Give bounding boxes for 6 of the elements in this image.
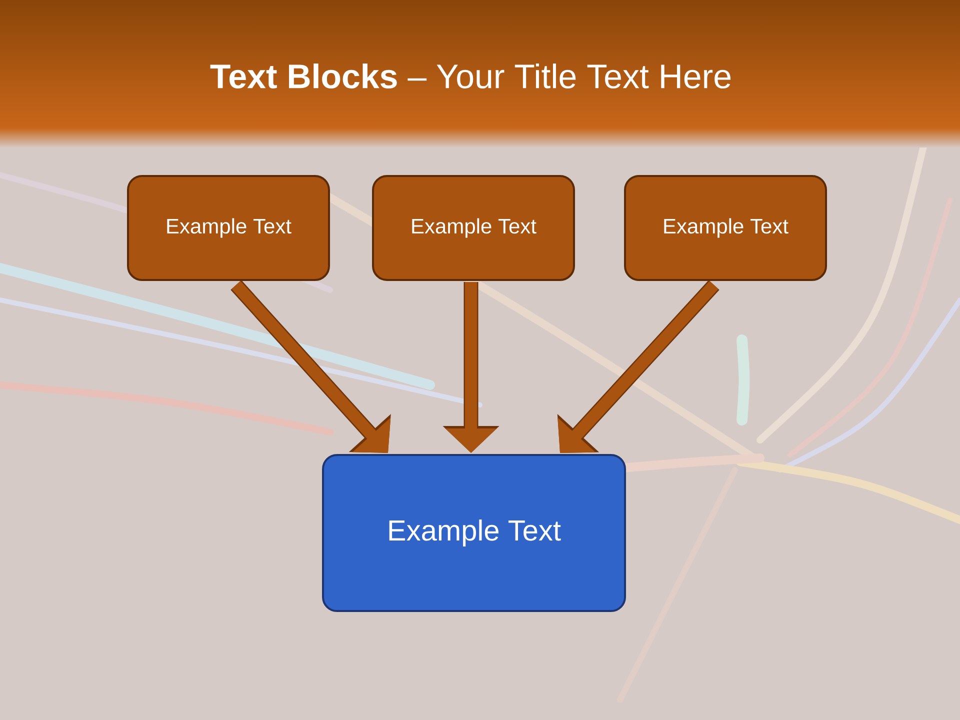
text-box: Example Text [624, 175, 828, 281]
block-arrow [230, 280, 391, 453]
text-box: Example Text [322, 454, 626, 612]
text-box: Example Text [372, 175, 575, 281]
text-box: Example Text [127, 175, 330, 281]
title-text: Text Blocks – Your Title Text Here [210, 64, 731, 88]
